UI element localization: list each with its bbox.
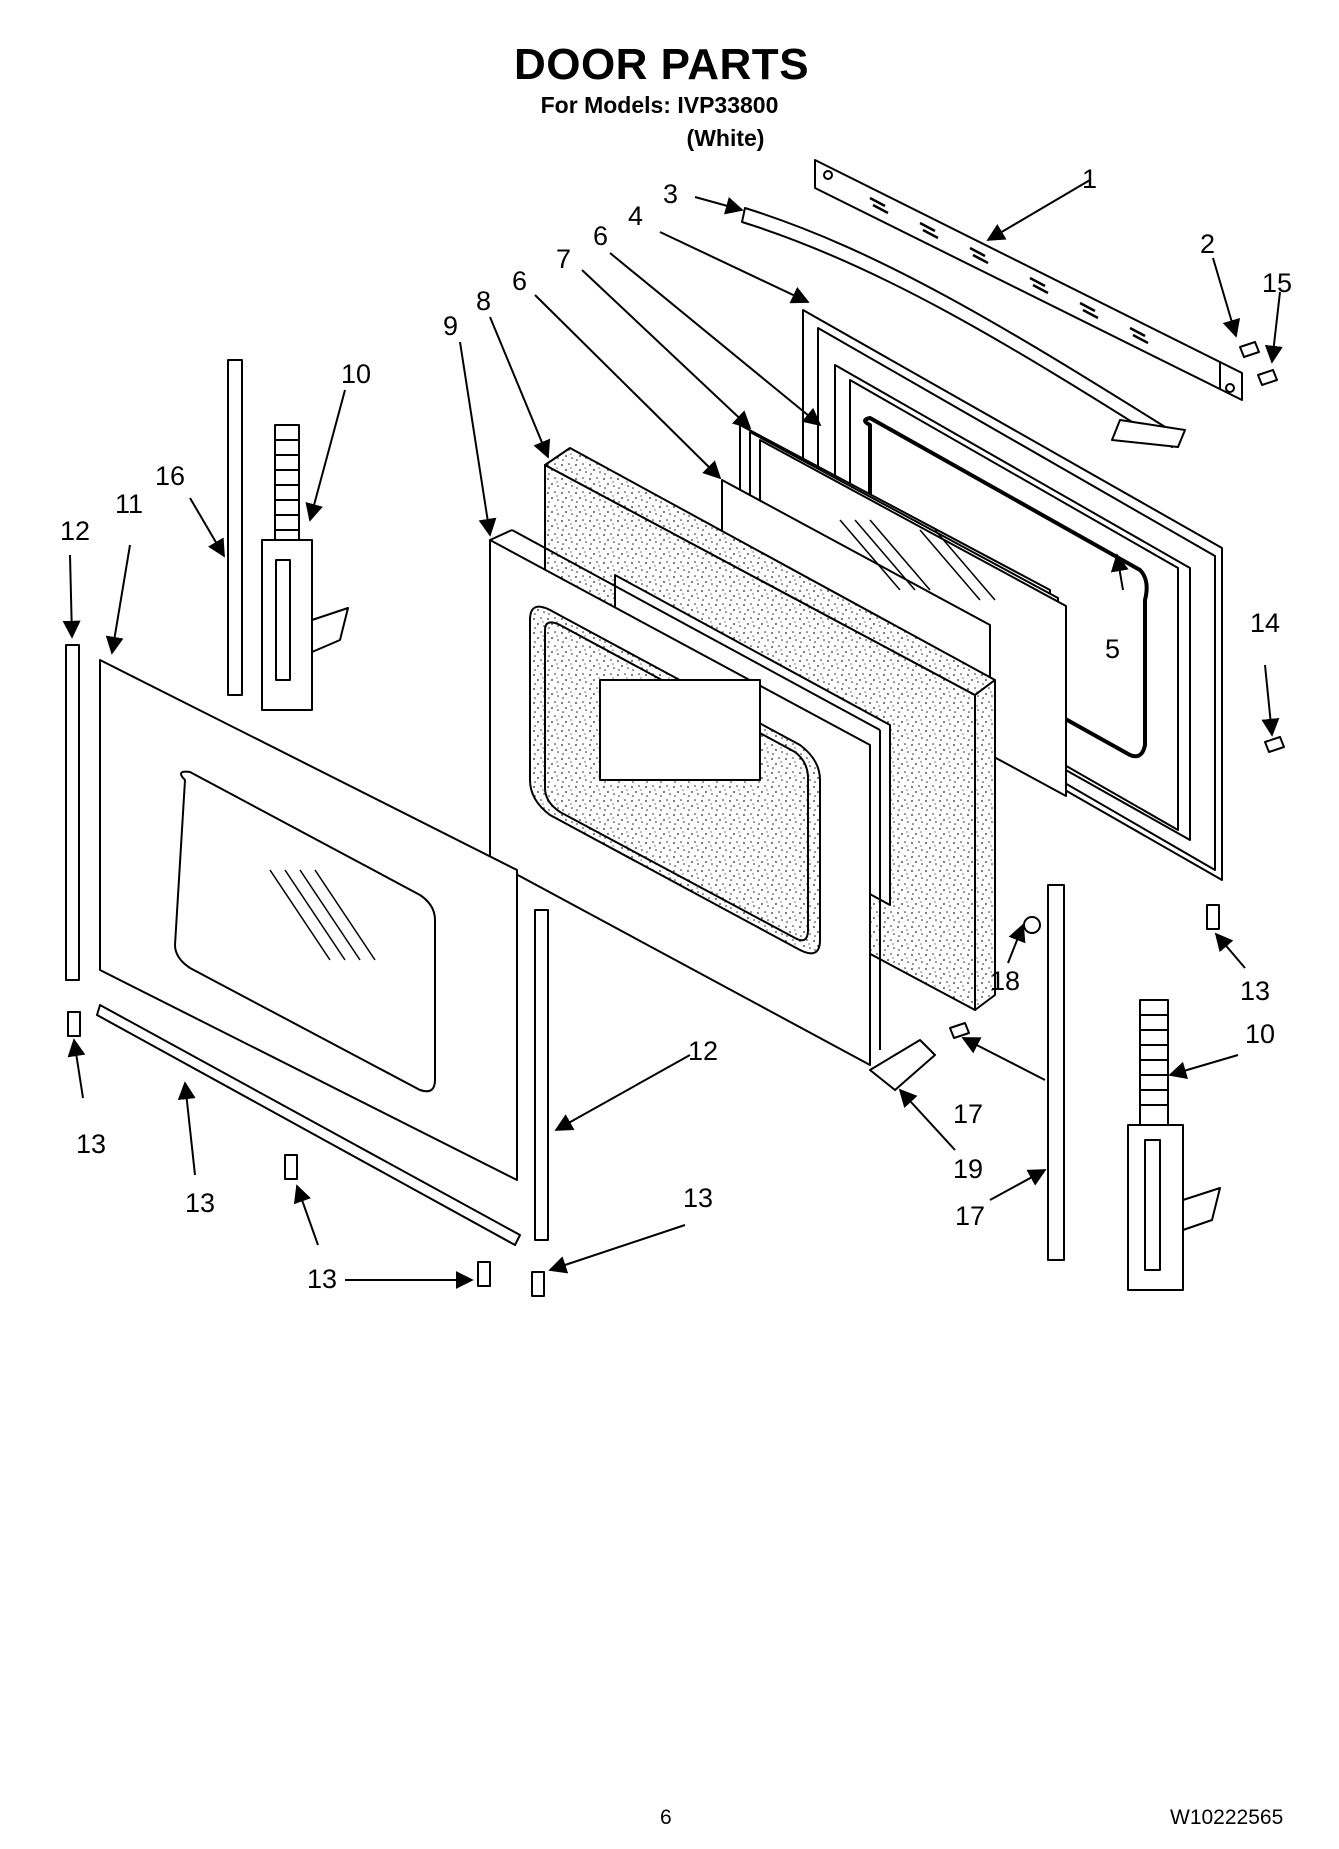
leader-lines xyxy=(62,179,1283,1289)
handle-part xyxy=(741,207,1186,448)
callout-3: 3 xyxy=(663,179,678,209)
callout-10a: 10 xyxy=(341,359,371,389)
callout-17b: 17 xyxy=(955,1201,985,1231)
window-frame-part xyxy=(489,529,881,1066)
callout-17a: 16 xyxy=(155,461,185,491)
callout-15: 14 xyxy=(1250,608,1280,638)
callout-16: 15 xyxy=(1262,268,1292,298)
callout-12a: 12 xyxy=(60,516,90,546)
page-number: 6 xyxy=(660,1806,672,1829)
models-line: For Models: IVP33800 xyxy=(540,92,779,118)
vent-trim-part xyxy=(814,159,1243,401)
callout-6a: 6 xyxy=(593,221,608,251)
callout-19: 18 xyxy=(990,966,1020,996)
screw-parts xyxy=(67,341,1285,1297)
outer-glass-part xyxy=(99,659,518,1181)
document-number: W10222565 xyxy=(1170,1806,1284,1829)
callout-13d: 13 xyxy=(1240,976,1270,1006)
side-trim-right-part xyxy=(534,909,549,1241)
hinge-receptacle-right-part xyxy=(1047,884,1065,1261)
callout-13c: 13 xyxy=(683,1183,713,1213)
callout-14: 13 xyxy=(185,1188,215,1218)
hinge-right-part xyxy=(1127,999,1221,1291)
callout-5: 5 xyxy=(1105,634,1120,664)
hinge-receptacle-left-part xyxy=(227,359,243,696)
door-gasket-part xyxy=(863,416,1149,759)
callout-7: 7 xyxy=(556,244,571,274)
callout-1: 1 xyxy=(1082,164,1097,194)
callout-12b: 12 xyxy=(688,1036,718,1066)
bracket-part xyxy=(869,1039,936,1091)
color-variant: (White) xyxy=(686,125,765,151)
callout-9: 9 xyxy=(443,311,458,341)
side-trim-left-part xyxy=(65,644,80,981)
callout-4: 4 xyxy=(628,201,643,231)
callout-18: 17 xyxy=(953,1099,983,1129)
callout-13a: 13 xyxy=(76,1129,106,1159)
callout-11: 11 xyxy=(115,489,143,519)
callout-6b: 6 xyxy=(512,266,527,296)
callout-labels: 1 2 3 4 5 6 6 7 8 9 10 10 11 12 12 13 13… xyxy=(60,164,1292,1294)
page-title: DOOR PARTS xyxy=(513,40,810,89)
callout-10b: 10 xyxy=(1245,1019,1275,1049)
bottom-trim-part xyxy=(96,1004,521,1246)
callout-13b: 13 xyxy=(307,1264,337,1294)
callout-20: 19 xyxy=(953,1154,983,1184)
hinge-left-part xyxy=(261,424,349,711)
callout-2: 2 xyxy=(1200,229,1215,259)
callout-8: 8 xyxy=(476,286,491,316)
